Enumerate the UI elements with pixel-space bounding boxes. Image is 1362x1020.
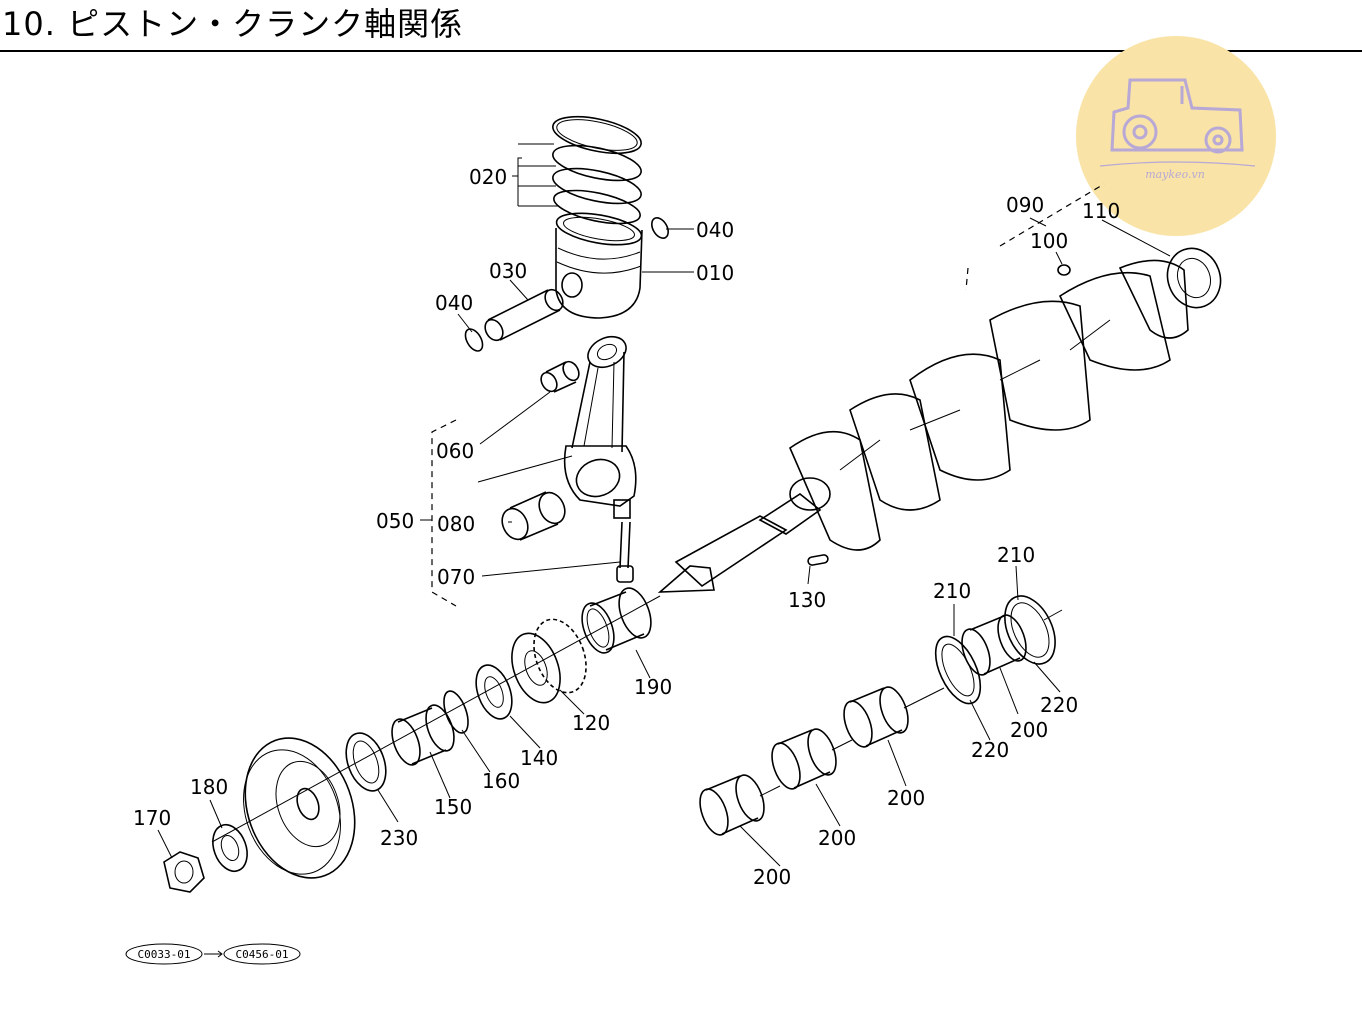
callout-labels: 020 040 010 030 040 060 050 080 070 090 …: [133, 165, 1120, 889]
callout-110: 110: [1082, 199, 1120, 223]
main-bearing-2: [771, 728, 837, 790]
snap-ring-upper: [651, 217, 669, 239]
callout-210-right: 210: [997, 543, 1035, 567]
ref-to-oval: [223, 943, 301, 965]
crank-gear: [511, 618, 587, 704]
watermark: maykeo.vn: [1076, 36, 1276, 236]
pilot-bearing: [1166, 247, 1222, 309]
callout-230: 230: [380, 826, 418, 850]
piston-rings: [552, 115, 642, 225]
callout-210-left: 210: [933, 579, 971, 603]
thrust-collar: [475, 664, 513, 720]
group-bracket: [431, 419, 457, 607]
snap-ring-lower: [464, 328, 484, 352]
callout-050: 050: [376, 509, 414, 533]
collar: [391, 704, 455, 766]
crank-pulley: [243, 737, 356, 879]
callout-160: 160: [482, 769, 520, 793]
callout-090: 090: [1006, 193, 1044, 217]
main-bearing-3: [843, 686, 909, 748]
callout-150: 150: [434, 795, 472, 819]
main-bearing-4: [961, 614, 1027, 676]
key: [807, 554, 829, 566]
callout-140: 140: [520, 746, 558, 770]
washer: [212, 823, 248, 873]
ref-arrow: [204, 950, 223, 958]
callout-120: 120: [572, 711, 610, 735]
leader-lines: [157, 143, 1171, 867]
tractor-icon: [1099, 78, 1256, 167]
ref-to: C0456-01: [236, 948, 289, 961]
oil-seal: [345, 732, 387, 792]
callout-020: 020: [469, 165, 507, 189]
callout-200-c: 200: [818, 826, 856, 850]
crankshaft: [657, 183, 1189, 593]
thrust-washer-inner: [934, 635, 982, 705]
callout-080: 080: [437, 512, 475, 536]
callout-010: 010: [696, 261, 734, 285]
callout-220-left: 220: [971, 738, 1009, 762]
plug: [1057, 264, 1071, 276]
rod-bolt: [616, 521, 634, 583]
axis-line: [211, 595, 661, 843]
bearing-axis: [759, 609, 1063, 797]
callout-220-right: 220: [1040, 693, 1078, 717]
header-rule: [0, 50, 1362, 52]
ref-from: C0033-01: [138, 948, 191, 961]
bushing: [540, 360, 580, 393]
callout-030: 030: [489, 259, 527, 283]
callout-200-d: 200: [887, 786, 925, 810]
callout-040-upper: 040: [696, 218, 734, 242]
callout-100: 100: [1030, 229, 1068, 253]
piston-pin: [484, 288, 564, 342]
reference-codes: C0033-01 C0456-01: [125, 943, 301, 965]
callout-200-b: 200: [753, 865, 791, 889]
callout-190: 190: [634, 675, 672, 699]
main-bearing-front: [581, 587, 652, 654]
page-title: 10. ピストン・クランク軸関係: [2, 5, 464, 43]
ref-from-oval: [125, 943, 203, 965]
main-bearing-1: [699, 774, 765, 836]
watermark-text: maykeo.vn: [1145, 168, 1205, 181]
callout-130: 130: [788, 588, 826, 612]
callout-060: 060: [436, 439, 474, 463]
callout-200-e: 200: [1010, 718, 1048, 742]
rod-bearing: [501, 491, 566, 541]
callout-170: 170: [133, 806, 171, 830]
piston: [555, 212, 643, 319]
page-header: 10. ピストン・クランク軸関係: [0, 0, 1362, 56]
callout-180: 180: [190, 775, 228, 799]
callout-040-lower: 040: [435, 291, 473, 315]
nut: [163, 851, 205, 893]
thrust-washer-outer: [1004, 595, 1056, 665]
connecting-rod: [563, 335, 637, 519]
callout-070: 070: [437, 565, 475, 589]
watermark-circle: [1076, 36, 1276, 236]
